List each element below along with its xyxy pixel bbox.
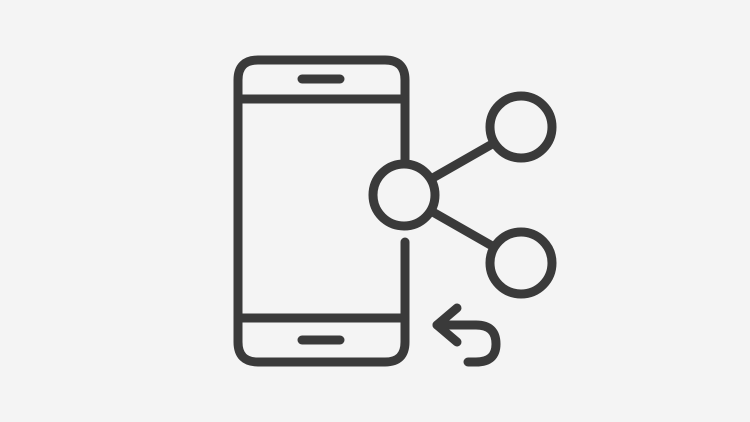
share-nodes-icon — [368, 91, 557, 299]
share-node-center — [368, 159, 440, 231]
phone-outline — [233, 55, 410, 367]
return-arrow-curve — [432, 320, 501, 367]
share-link-bottom — [426, 206, 499, 252]
return-arrow-icon — [432, 303, 501, 367]
share-node-top — [485, 91, 557, 163]
return-arrow-head — [432, 303, 462, 347]
smartphone-icon — [233, 55, 410, 367]
share-link-top — [426, 138, 499, 184]
share-node-bottom — [485, 227, 557, 299]
